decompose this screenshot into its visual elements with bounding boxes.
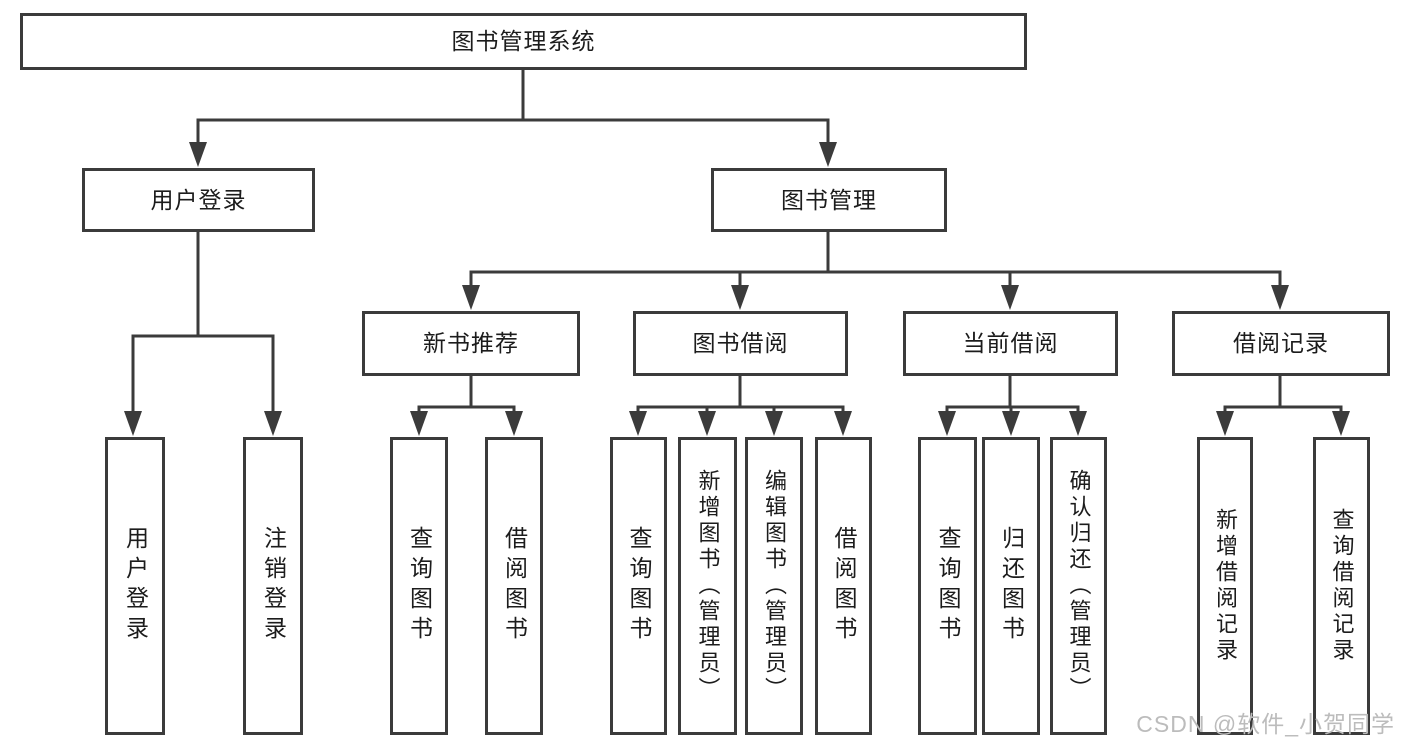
arrowhead-down-icon [1002,411,1020,436]
arrowhead-down-icon [124,411,142,436]
arrowhead-down-icon [1271,285,1289,310]
node-new-book-recommend: 新书推荐 [362,311,580,376]
arrowhead-down-icon [1001,285,1019,310]
arrowhead-down-icon [505,411,523,436]
arrowhead-down-icon [698,411,716,436]
node-leaf-query-borrow-record: 查询借阅记录 [1313,437,1370,735]
node-leaf-add-borrow-record: 新增借阅记录 [1197,437,1253,735]
arrowhead-down-icon [264,411,282,436]
node-leaf-query-book-current: 查询图书 [918,437,977,735]
arrowhead-down-icon [189,142,207,167]
node-leaf-return-book: 归还图书 [982,437,1040,735]
node-book-mgmt: 图书管理 [711,168,947,232]
watermark: CSDN @软件_小贺同学 [1136,711,1395,737]
node-leaf-edit-book-admin: 编辑图书（管理员） [745,437,803,735]
node-leaf-borrow-book-borrowing: 借阅图书 [815,437,872,735]
node-leaf-add-book-admin: 新增图书（管理员） [678,437,737,735]
node-leaf-borrow-book-recommend: 借阅图书 [485,437,543,735]
arrowhead-down-icon [834,411,852,436]
node-root: 图书管理系统 [20,13,1027,70]
arrowhead-down-icon [938,411,956,436]
node-borrowing-records: 借阅记录 [1172,311,1390,376]
node-leaf-user-login: 用户登录 [105,437,165,735]
node-leaf-confirm-return-admin: 确认归还（管理员） [1050,437,1107,735]
arrowhead-down-icon [629,411,647,436]
node-leaf-logout: 注销登录 [243,437,303,735]
arrowhead-down-icon [1069,411,1087,436]
arrowhead-down-icon [462,285,480,310]
arrowhead-down-icon [1216,411,1234,436]
node-current-borrowing: 当前借阅 [903,311,1118,376]
node-leaf-query-book-recommend: 查询图书 [390,437,448,735]
node-book-borrowing: 图书借阅 [633,311,848,376]
node-user-login: 用户登录 [82,168,315,232]
arrowhead-down-icon [410,411,428,436]
arrowhead-down-icon [819,142,837,167]
arrowhead-down-icon [765,411,783,436]
arrowhead-down-icon [731,285,749,310]
node-leaf-query-book-borrowing: 查询图书 [610,437,667,735]
arrowhead-down-icon [1332,411,1350,436]
